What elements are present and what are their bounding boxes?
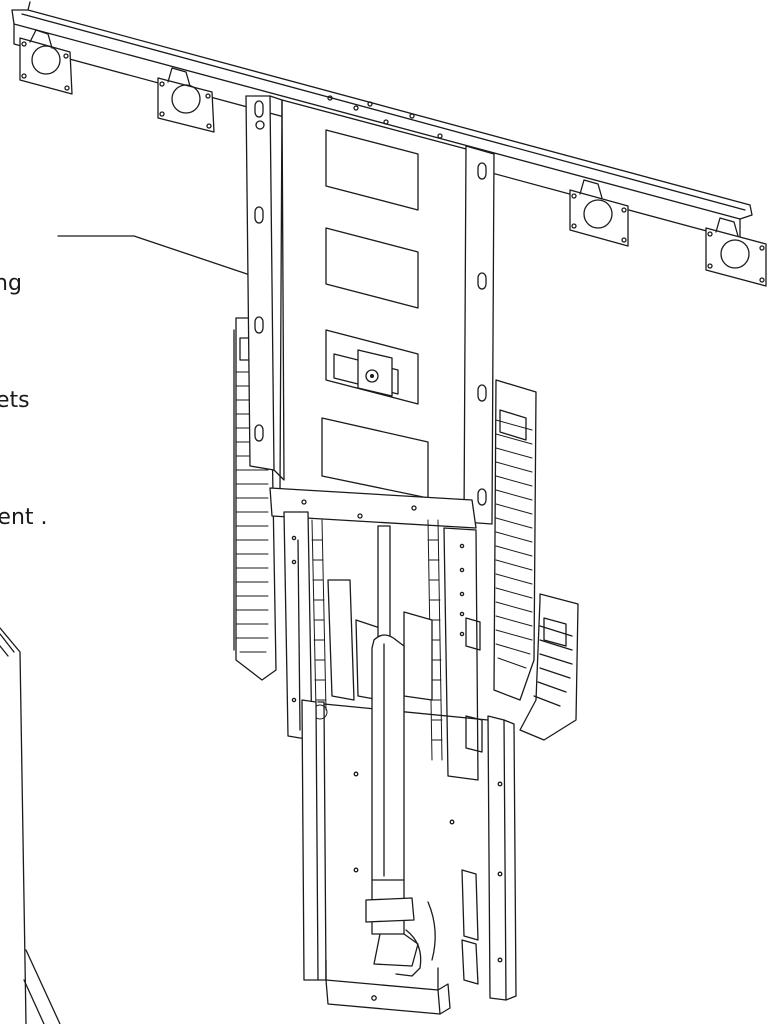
- right-bracket: [463, 145, 495, 525]
- carriage-top-plate: [269, 487, 477, 529]
- mounting-plate-1: [19, 29, 73, 95]
- right-chain-loop: [519, 593, 579, 741]
- callout-label: ng ets ment .: [0, 186, 48, 576]
- mounting-plate-4: [705, 217, 767, 287]
- lower-right-brackets: [461, 869, 479, 985]
- enclosure-edge: [0, 627, 61, 1024]
- mounting-plate-3: [569, 179, 629, 247]
- back-plate: [279, 95, 471, 501]
- left-drive-chain: [311, 519, 328, 720]
- top-mounting-bar: [11, 1, 753, 241]
- right-cable-chain: [493, 379, 537, 701]
- linear-actuator: [365, 525, 436, 977]
- right-carriage: [443, 527, 483, 781]
- left-bracket: [245, 95, 285, 481]
- base-plate: [325, 959, 451, 1015]
- actuator-block: [333, 349, 399, 397]
- callout-line-3: ment .: [0, 505, 48, 530]
- callout-line-1: ng: [0, 271, 22, 296]
- callout-leader-line: [57, 235, 259, 280]
- mounting-plate-2: [157, 67, 215, 133]
- callout-line-2: ets: [0, 388, 30, 413]
- lower-rail-housing: [301, 699, 517, 1001]
